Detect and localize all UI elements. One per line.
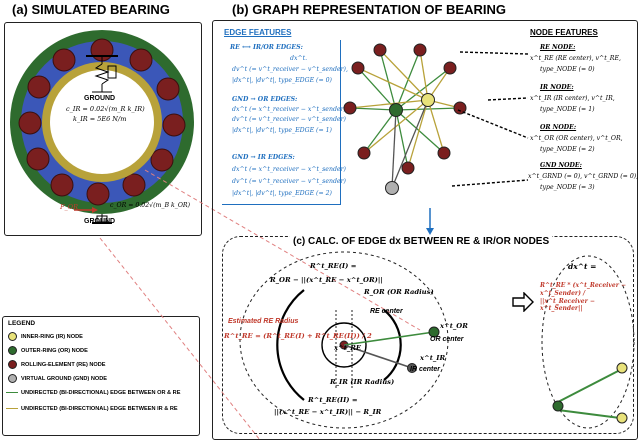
legend-item-re: ROLLING-ELEMENT (RE) NODE [8, 360, 106, 369]
legend-item-gnd: VIRTUAL GROUND (GND) NODE [8, 374, 107, 383]
ir-node-line1: x^t_IR (IR center), v^t_IR, [530, 95, 615, 102]
legend-label: INNER-RING (IR) NODE [21, 333, 83, 340]
k-ir-label: k_IR = 5E6 N/m [73, 115, 127, 123]
gnd-node-line1: x^t_GRND (= 0), v^t_GRND (= 0), [528, 173, 639, 180]
gnd-or-line2: dv^t (= v^t_receiver − v^t_sender) [232, 116, 346, 123]
legend-label: ROLLING-ELEMENT (RE) NODE [21, 361, 106, 368]
ir-center-label: IR center [410, 366, 440, 373]
legend-edge-or: UNDIRECTED (BI-DIRECTIONAL) EDGE BETWEEN… [6, 390, 180, 396]
re-node-line2: type_NODE (= 0) [540, 66, 595, 73]
ir-node-line2: type_NODE (= 1) [540, 106, 595, 113]
gnd-node-heading: GND NODE: [540, 162, 582, 169]
ground-bottom-label: GROUND [84, 218, 116, 225]
re-node-icon [8, 360, 17, 369]
r-re-formula: R^t_RE = (R^t_RE(I) + R^t_RE(II)) / 2 [224, 332, 372, 340]
re-edges-line2: dv^t (= v^t_receiver − v^t_sender), [232, 66, 348, 73]
x-or-label: x^t_OR [440, 322, 468, 330]
panel-c-title: (c) CALC. OF EDGE dx BETWEEN RE & IR/OR … [290, 236, 553, 247]
re-center-label: RE center [370, 308, 403, 315]
r-re-i-expr: R_OR − ||(x^t_RE − x^t_OR)|| [270, 276, 383, 284]
x-re-label: x^t_RE [334, 344, 362, 352]
dx-formula: R^t_RE * (x^t_Receiver − x^t_Sender) / |… [540, 282, 627, 313]
panel-b-title: (b) GRAPH REPRESENTATION OF BEARING [232, 2, 506, 17]
r-or-label: R_OR (OR Radius) [364, 288, 434, 296]
ir-node-icon [8, 332, 17, 341]
c-or-label: c_OR = 0.02√(m_B k_OR) [110, 202, 191, 209]
ir-edge-icon [6, 408, 18, 410]
gnd-ir-heading: GND → IR EDGES: [232, 154, 295, 161]
f-or-label: F_OR [60, 203, 78, 211]
r-re-ii-label: R^t_RE(II) = [308, 396, 358, 404]
legend-edge-ir: UNDIRECTED (BI-DIRECTIONAL) EDGE BETWEEN… [6, 406, 178, 412]
c-ir-label: c_IR = 0.02√(m_R k_IR) [66, 105, 145, 113]
node-features-title: NODE FEATURES [530, 28, 598, 37]
panel-b-frame [212, 20, 638, 440]
bearing-frame [4, 22, 202, 236]
legend-box [2, 316, 200, 436]
re-node-heading: RE NODE: [540, 44, 576, 51]
or-node-icon [8, 346, 17, 355]
gnd-or-line3: |dx^t|, |dv^t|, type_EDGE (= 1) [232, 127, 332, 134]
panel-a-title: (a) SIMULATED BEARING [12, 2, 170, 17]
gnd-node-line2: type_NODE (= 3) [540, 184, 595, 191]
r-re-i-label: R^t_RE(I) = [310, 262, 357, 270]
rolling-elements [18, 38, 186, 206]
gnd-or-heading: GND → OR EDGES: [232, 96, 298, 103]
implies-arrow [512, 292, 534, 312]
bearing-illustration [10, 30, 194, 224]
re-node-line1: x^t_RE (RE center), v^t_RE, [530, 55, 621, 62]
legend-label: UNDIRECTED (BI-DIRECTIONAL) EDGE BETWEEN… [21, 390, 181, 396]
or-node-line2: type_NODE (= 2) [540, 146, 595, 153]
r-re-ii-expr: ||(x^t_RE − x^t_IR)|| − R_IR [274, 408, 382, 416]
gnd-ir-line3: |dx^t|, |dv^t|, type_EDGE (= 2) [232, 190, 332, 197]
or-edge-icon [6, 392, 18, 394]
gnd-ir-line1: dx^t (= x^t_receiver − x^t_sender) [232, 166, 346, 173]
gnd-or-line1: dx^t (= x^t_receiver − x^t_sender) [232, 106, 346, 113]
ir-node-heading: IR NODE: [540, 84, 574, 91]
estimated-radius-label: Estimated RE Radius [228, 318, 299, 325]
gnd-ir-line2: dv^t (= v^t_receiver − v^t_sender) [232, 178, 346, 185]
graph-edges [349, 49, 461, 189]
legend-item-or: OUTER-RING (OR) NODE [8, 346, 88, 355]
re-edges-heading: RE ⟷ IR/OR EDGES: [230, 44, 303, 51]
node-pointers [451, 51, 529, 187]
or-node-heading: OR NODE: [540, 124, 577, 131]
graph-nodes [343, 43, 467, 195]
legend-label: VIRTUAL GROUND (GND) NODE [21, 375, 107, 382]
ground-top-label: GROUND [84, 95, 116, 102]
re-edges-line3: |dx^t|, |dv^t|, type_EDGE (= 0) [232, 77, 332, 84]
re-edges-line1: dx^t. [290, 55, 308, 62]
bearing-graph [343, 43, 467, 195]
gnd-node-icon [8, 374, 17, 383]
re-geometry [239, 251, 449, 429]
r-ir-label: R_IR (IR Radius) [330, 378, 395, 386]
x-ir-label: x^t_IR [420, 354, 446, 362]
dx-title: dx^t = [568, 262, 597, 271]
edge-features-title: EDGE FEATURES [224, 28, 292, 37]
legend-title: LEGEND [8, 320, 36, 327]
legend-label: UNDIRECTED (BI-DIRECTIONAL) EDGE BETWEEN… [21, 406, 178, 412]
edge-features-box [222, 40, 341, 205]
legend-item-ir: INNER-RING (IR) NODE [8, 332, 83, 341]
legend-label: OUTER-RING (OR) NODE [21, 347, 88, 354]
or-node-line1: x^t_OR (OR center), v^t_OR, [530, 135, 623, 142]
dx-circle [541, 255, 635, 429]
or-center-label: OR center [430, 336, 464, 343]
